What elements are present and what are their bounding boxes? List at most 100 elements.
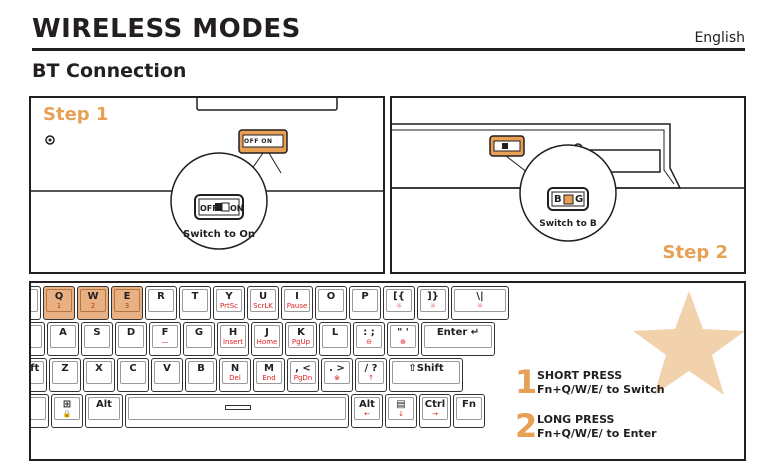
key-cap [318, 289, 344, 312]
key-function-label: PgUp [291, 338, 311, 346]
key-cap [256, 361, 282, 384]
key-p[interactable]: P [349, 286, 381, 320]
key-blank[interactable] [125, 394, 349, 428]
key-cap [148, 289, 174, 312]
key-label: , < [295, 363, 311, 374]
key-symbol[interactable]: . >⊗ [321, 358, 353, 392]
key-cap [388, 397, 414, 420]
key-alt[interactable]: Alt← [351, 394, 383, 428]
key-blank[interactable] [31, 322, 45, 356]
key-b[interactable]: B [185, 358, 217, 392]
key-cap [422, 397, 448, 420]
language-label[interactable]: English [694, 30, 745, 46]
key-cap [31, 325, 42, 348]
key-symbol[interactable]: ⊞🔒 [51, 394, 83, 428]
key-label: V [163, 363, 171, 374]
key-g[interactable]: G [183, 322, 215, 356]
key-symbol[interactable]: : ;⊖ [353, 322, 385, 356]
key-cap [420, 289, 446, 312]
key-r[interactable]: R [145, 286, 177, 320]
key-function-label: Insert [222, 338, 244, 346]
key-cap [356, 325, 382, 348]
legend-number-2: 2 [515, 407, 538, 445]
key-blank[interactable] [31, 286, 41, 320]
key-cap [120, 361, 146, 384]
key-cap [254, 325, 280, 348]
key-cap [128, 397, 346, 420]
key-label: Alt [96, 399, 112, 410]
step1-caption: Switch to On [183, 229, 255, 240]
key-z[interactable]: Z [49, 358, 81, 392]
key-function-label: 1 [56, 302, 62, 310]
key-enter[interactable]: Enter ↵ [421, 322, 495, 356]
key-function-label: Pause [286, 302, 308, 310]
key-cap [222, 361, 248, 384]
key-label: F [161, 327, 169, 338]
key-label: [{ [393, 291, 405, 302]
key-l[interactable]: L [319, 322, 351, 356]
key-symbol[interactable]: [{☼ [383, 286, 415, 320]
key-cap [152, 325, 178, 348]
key-function-label: End [262, 374, 276, 382]
key-d[interactable]: D [115, 322, 147, 356]
star-icon [633, 291, 744, 395]
key-function-label: ☼ [395, 302, 403, 310]
key-label: C [129, 363, 137, 374]
key-cap [31, 397, 46, 420]
key-cap [31, 289, 38, 312]
key-label: \| [476, 291, 484, 302]
key-v[interactable]: V [151, 358, 183, 392]
key-function-label: PrtSc [219, 302, 238, 310]
key-function-label: ScrLK [253, 302, 273, 310]
key-label: D [126, 327, 136, 338]
key-symbol[interactable]: " '⊕ [387, 322, 419, 356]
key-symbol[interactable]: \|☼ [451, 286, 509, 320]
key-cap [186, 325, 212, 348]
step2-switch-g-label: G [575, 194, 584, 205]
key-alt[interactable]: Alt [85, 394, 123, 428]
key-function-label: Del [229, 374, 241, 382]
key-cap [288, 325, 314, 348]
key-o[interactable]: O [315, 286, 347, 320]
key-function-label: ↓ [398, 410, 404, 418]
key-f[interactable]: F— [149, 322, 181, 356]
key-label: B [197, 363, 205, 374]
key-ctrl[interactable]: Ctrl→ [419, 394, 451, 428]
key-label: Alt [359, 399, 375, 410]
key-blank[interactable] [31, 394, 49, 428]
key-t[interactable]: T [179, 286, 211, 320]
key-cap [84, 325, 110, 348]
key-symbol[interactable]: ]}☼ [417, 286, 449, 320]
key-label: J [265, 327, 269, 338]
section-title: BT Connection [32, 60, 187, 82]
key-fn[interactable]: Fn [453, 394, 485, 428]
key-function-label: ☼ [429, 302, 437, 310]
key-cap [424, 325, 492, 348]
key-symbol[interactable]: ▤↓ [385, 394, 417, 428]
key-a[interactable]: A [47, 322, 79, 356]
spacebar-indicator [225, 405, 251, 410]
key-symbol[interactable]: / ?↑ [355, 358, 387, 392]
key-cap [114, 289, 140, 312]
step2-caption: Switch to B [539, 219, 597, 229]
key-cap [220, 325, 246, 348]
key-shift[interactable]: ⇧Shift [389, 358, 463, 392]
key-x[interactable]: X [83, 358, 115, 392]
key-function-label: ← [364, 410, 370, 418]
key-s[interactable]: S [81, 322, 113, 356]
key-symbol[interactable]: , <PgDn [287, 358, 319, 392]
key-c[interactable]: C [117, 358, 149, 392]
key-label: ⇧Shift [408, 363, 444, 374]
key-ift[interactable]: ift [31, 358, 47, 392]
